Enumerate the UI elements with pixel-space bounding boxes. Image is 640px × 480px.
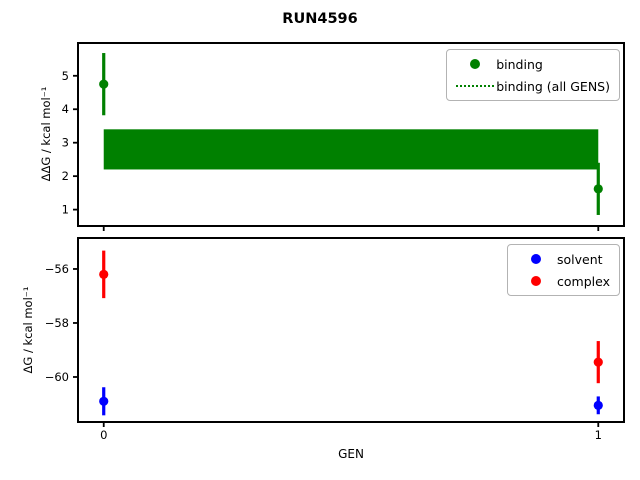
plot-area: 5 4 3 2 1 bbox=[62, 53, 603, 231]
legend-marker-cell bbox=[515, 276, 557, 286]
y-tick-label: 3 bbox=[62, 136, 69, 150]
data-point-binding-gen0 bbox=[99, 79, 109, 89]
y-tick-label: −58 bbox=[45, 316, 69, 330]
legend-entry: binding (all GENS) bbox=[454, 75, 610, 97]
data-point-complex-gen1 bbox=[593, 357, 603, 367]
legend-marker-cell bbox=[515, 254, 557, 264]
y-tick-label: −56 bbox=[45, 262, 69, 276]
legend-entry: binding bbox=[454, 53, 610, 75]
data-point-solvent-gen1 bbox=[593, 400, 603, 410]
confidence-band bbox=[103, 129, 599, 170]
legend-label: binding (all GENS) bbox=[496, 78, 610, 94]
legend: solvent complex bbox=[507, 244, 620, 296]
y-tick-label: −60 bbox=[45, 370, 69, 384]
legend-dot-marker-icon bbox=[470, 59, 481, 69]
legend-dot-marker-icon bbox=[531, 254, 542, 264]
legend-dot-marker-icon bbox=[531, 276, 542, 286]
legend-marker-cell bbox=[454, 85, 496, 87]
data-point-solvent-gen0 bbox=[99, 396, 109, 406]
legend-marker-cell bbox=[454, 59, 496, 69]
y-tick-label: 1 bbox=[62, 203, 69, 217]
y-tick-label: 2 bbox=[62, 169, 69, 183]
bottom-y-axis-label: ΔG / kcal mol⁻¹ bbox=[21, 286, 35, 374]
bottom-axes-dg-plot: −56 −58 −60 0 1 solvent complex bbox=[45, 237, 625, 442]
data-point-binding-gen1 bbox=[593, 184, 603, 194]
figure-title: RUN4596 bbox=[282, 11, 358, 27]
y-tick-label: 4 bbox=[62, 102, 69, 116]
legend-label: solvent bbox=[557, 251, 603, 267]
legend-dotted-line-marker-icon bbox=[456, 85, 495, 87]
x-tick-label: 1 bbox=[595, 428, 602, 442]
legend-label: complex bbox=[557, 273, 610, 289]
y-tick-label: 5 bbox=[62, 69, 69, 83]
legend: binding binding (all GENS) bbox=[446, 49, 620, 101]
plot-area: −56 −58 −60 0 1 bbox=[45, 250, 603, 442]
data-point-complex-gen0 bbox=[99, 269, 109, 279]
top-axes-binding-plot: 5 4 3 2 1 binding binding (all GENS) bbox=[62, 42, 625, 231]
x-tick-label: 0 bbox=[100, 428, 107, 442]
legend-label: binding bbox=[496, 56, 543, 72]
x-axis-label: GEN bbox=[338, 447, 364, 461]
legend-entry: complex bbox=[515, 270, 610, 292]
top-y-axis-label: ΔΔG / kcal mol⁻¹ bbox=[39, 86, 53, 182]
legend-entry: solvent bbox=[515, 248, 610, 270]
